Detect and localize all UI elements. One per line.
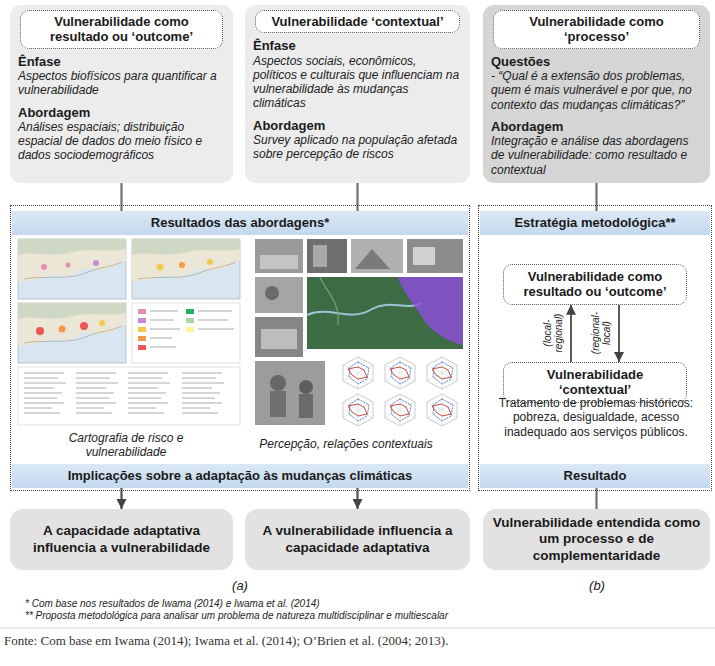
- section-heading: Ênfase: [18, 54, 225, 70]
- header-text: Vulnerabilidade ‘contextual’: [262, 14, 453, 29]
- body-text: Aspectos biofísicos para quantificar a v…: [18, 69, 225, 97]
- concept-box: Vulnerabilidade ‘contextual’ ÊnfaseAspect…: [245, 5, 470, 183]
- body-text: Integração e análise das abordagens de v…: [491, 134, 702, 176]
- connector: [356, 183, 358, 211]
- body-text: - “Qual é a extensão dos problemas, quem…: [491, 69, 702, 111]
- concept-box: Vulnerabilidade como ‘processo’ Questões-…: [483, 5, 710, 183]
- box-title: Vulnerabilidade entendida como um proces…: [491, 515, 702, 564]
- image-caption: Percepção, relações contextuais: [246, 438, 446, 452]
- box-title: Vulnerabilidade como resultado ou ‘outco…: [510, 269, 680, 300]
- panel-label: (a): [232, 578, 248, 593]
- section-heading: Questões: [491, 54, 702, 70]
- section-heading: Abordagem: [18, 105, 225, 121]
- section-heading: Ênfase: [253, 38, 462, 54]
- image-caption: Cartografia de risco e vulnerabilidade: [51, 432, 201, 460]
- concept-box: Vulnerabilidade como resultado ou ‘outco…: [10, 5, 233, 183]
- outcome-box: A capacidade adaptativa influencia a vul…: [10, 509, 233, 570]
- body-text: Análises espaciais; distribuição espacia…: [18, 120, 225, 162]
- approach-box: Vulnerabilidade como resultado ou ‘outco…: [503, 264, 687, 305]
- section-band: Resultado: [480, 464, 710, 488]
- connector: [618, 305, 620, 362]
- band-title: Resultados das abordagens*: [18, 215, 462, 231]
- body-text: Aspectos sociais, econômicos, políticos …: [253, 54, 462, 111]
- concept-header: Vulnerabilidade como resultado ou ‘outco…: [20, 10, 223, 49]
- band-title: Estratégia metodológica**: [486, 215, 704, 231]
- section-heading: Abordagem: [253, 118, 462, 134]
- results-frame: Resultados das abordagens* Implicações so…: [10, 205, 470, 491]
- connector: [570, 305, 572, 362]
- concept-header: Vulnerabilidade como ‘processo’: [493, 10, 700, 49]
- header-text: Vulnerabilidade como resultado ou ‘outco…: [27, 14, 216, 45]
- body-text: Survey aplicado na população afetada sob…: [253, 133, 462, 161]
- header-text: Vulnerabilidade como ‘processo’: [500, 14, 693, 45]
- note-text: Tratamento de problemas históricos: pobr…: [491, 396, 701, 439]
- connector: [120, 183, 122, 211]
- footnote: ** Proposta metodológica para analisar u…: [25, 610, 448, 621]
- band-title: Implicações sobre a adaptação às mudança…: [18, 468, 462, 484]
- panel-label: (b): [589, 578, 605, 593]
- scale-label: (regional-local): [590, 308, 612, 358]
- box-title: A vulnerabilidade influencia a capacidad…: [253, 523, 462, 555]
- footnote: * Com base nos resultados de Iwama (2014…: [25, 598, 320, 609]
- section-band: Resultados das abordagens*: [12, 211, 468, 235]
- section-heading: Abordagem: [491, 119, 702, 135]
- box-title: A capacidade adaptativa influencia a vul…: [18, 523, 225, 555]
- outcome-box: A vulnerabilidade influencia a capacidad…: [245, 509, 470, 570]
- band-title: Resultado: [486, 468, 704, 484]
- concept-header: Vulnerabilidade ‘contextual’: [255, 10, 460, 33]
- box-title: Vulnerabilidade ‘contextual’: [510, 367, 680, 398]
- scale-label: (local-regional): [542, 308, 564, 358]
- outcome-box: Vulnerabilidade entendida como um proces…: [483, 509, 710, 570]
- source-caption: Fonte: Com base em Iwama (2014); Iwama e…: [4, 633, 448, 649]
- section-band: Implicações sobre a adaptação às mudança…: [12, 464, 468, 488]
- section-band: Estratégia metodológica**: [480, 211, 710, 235]
- connector: [595, 183, 597, 211]
- separator-rule: [0, 627, 715, 629]
